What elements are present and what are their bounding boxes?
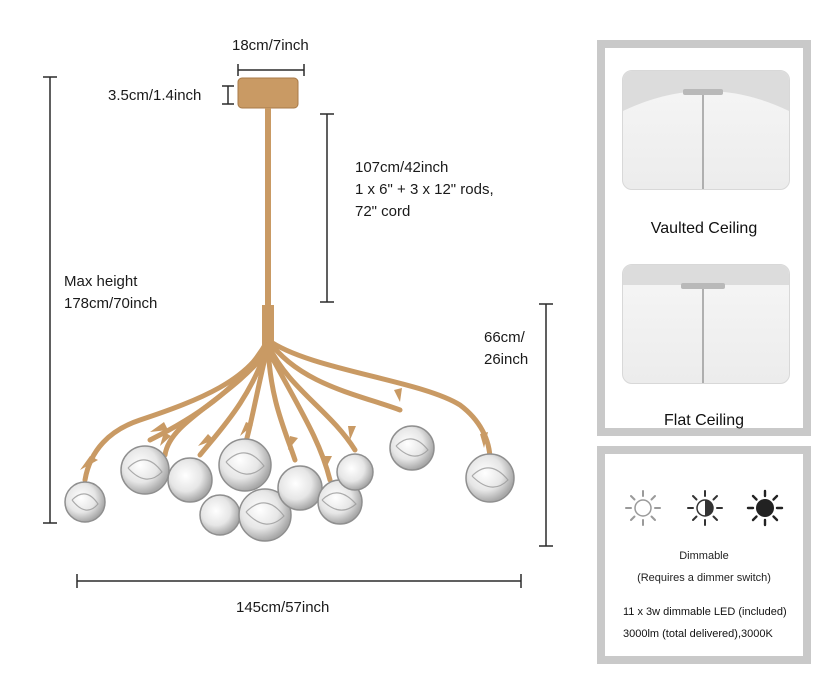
sun-bright-icon — [625, 490, 661, 526]
rod — [265, 108, 271, 308]
canopy — [237, 77, 299, 109]
cups — [80, 388, 488, 470]
vaulted-ceiling-label: Vaulted Ceiling — [650, 220, 758, 237]
glass-globes — [64, 425, 515, 542]
globe — [389, 425, 435, 471]
globe — [238, 488, 292, 542]
output-spec: 3000lm (total delivered),3000K — [623, 628, 773, 640]
width-label: 145cm/57inch — [236, 599, 330, 616]
dimension-lines — [43, 64, 553, 588]
globe — [64, 481, 106, 523]
globe — [277, 465, 323, 511]
rod-detail-label: 1 x 6" + 3 x 12" rods, — [355, 181, 494, 198]
dimming-icons-row — [623, 488, 785, 528]
dimming-specs-panel: Dimmable (Requires a dimmer switch) 11 x… — [597, 446, 811, 664]
sun-half-icon — [687, 490, 723, 526]
mounting-options-panel: Vaulted Ceiling Flat Ceiling — [597, 40, 811, 436]
canopy-diameter-label: 18cm/7inch — [232, 37, 309, 54]
globe — [167, 457, 213, 503]
flat-ceiling-label: Flat Ceiling — [663, 412, 745, 429]
dimmer-note: (Requires a dimmer switch) — [637, 572, 771, 584]
max-height-label: Max height — [64, 273, 138, 290]
canopy-height-label: 3.5cm/1.4inch — [108, 87, 202, 104]
rod-length-label: 107cm/42inch — [355, 159, 449, 176]
body-height-label-line1: 66cm/ — [484, 329, 525, 346]
chandelier-diagram — [43, 64, 553, 588]
vaulted-ceiling-illustration — [622, 70, 790, 190]
globe — [199, 494, 241, 536]
rod-joint — [262, 305, 274, 345]
dimmable-label: Dimmable — [679, 550, 729, 562]
globe — [120, 445, 170, 495]
led-spec: 11 x 3w dimmable LED (included) — [623, 606, 787, 618]
globe — [336, 453, 374, 491]
cord-length-label: 72" cord — [355, 203, 411, 220]
globe — [465, 453, 515, 503]
sun-dark-icon — [746, 489, 784, 527]
max-height-value: 178cm/70inch — [64, 295, 158, 312]
globe — [218, 438, 272, 492]
body-height-label-line2: 26inch — [484, 351, 529, 368]
flat-ceiling-illustration — [622, 264, 790, 384]
